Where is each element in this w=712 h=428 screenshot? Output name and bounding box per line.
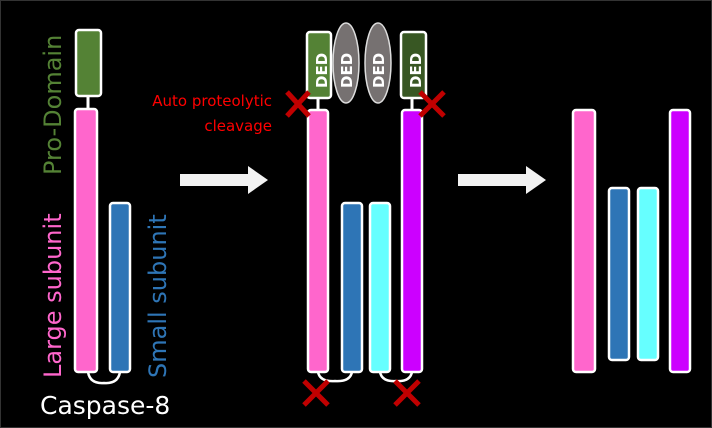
ded-label: DED xyxy=(338,53,356,88)
large-subunit-block xyxy=(306,108,330,374)
cleavage-cross-icon xyxy=(393,379,421,407)
cleavage-cross-icon xyxy=(418,90,446,118)
caspase-8-dimer: DED DED DED DED xyxy=(305,22,428,383)
small-subunit-block xyxy=(108,201,132,374)
small-subunit-label: Small subunit xyxy=(144,214,172,378)
large-subunit-block xyxy=(571,108,597,374)
small-subunit-block xyxy=(368,201,392,374)
arrow-right-icon xyxy=(458,166,546,194)
caspase-8-label: Caspase-8 xyxy=(40,391,170,420)
small-subunit-block xyxy=(340,201,364,374)
large-subunit-block xyxy=(668,108,692,374)
ded-label: DED xyxy=(370,53,388,88)
cleavage-label-line1: Auto proteolytic xyxy=(152,92,272,110)
ded-block xyxy=(305,30,333,100)
cleavage-label-line2: cleavage xyxy=(204,117,272,135)
pro-domain-label: Pro-Domain xyxy=(39,35,67,175)
arrow-right-icon xyxy=(180,166,268,194)
small-subunit-block xyxy=(636,186,660,362)
cleavage-cross-icon xyxy=(302,379,330,407)
linker xyxy=(86,371,122,385)
ded-adaptor xyxy=(332,22,360,104)
large-subunit-block xyxy=(73,107,99,374)
large-subunit-block xyxy=(400,108,424,374)
pro-domain-block xyxy=(74,28,103,98)
procaspase-8: Pro-Domain Large subunit Small subunit C… xyxy=(39,28,172,420)
cleavage-cross-icon xyxy=(285,90,311,118)
ded-adaptor xyxy=(364,22,392,104)
ded-label: DED xyxy=(313,53,331,88)
large-subunit-label: Large subunit xyxy=(39,213,67,378)
active-caspase-8 xyxy=(571,108,692,374)
ded-label: DED xyxy=(407,53,425,88)
ded-block xyxy=(399,30,428,100)
small-subunit-block xyxy=(607,186,631,362)
